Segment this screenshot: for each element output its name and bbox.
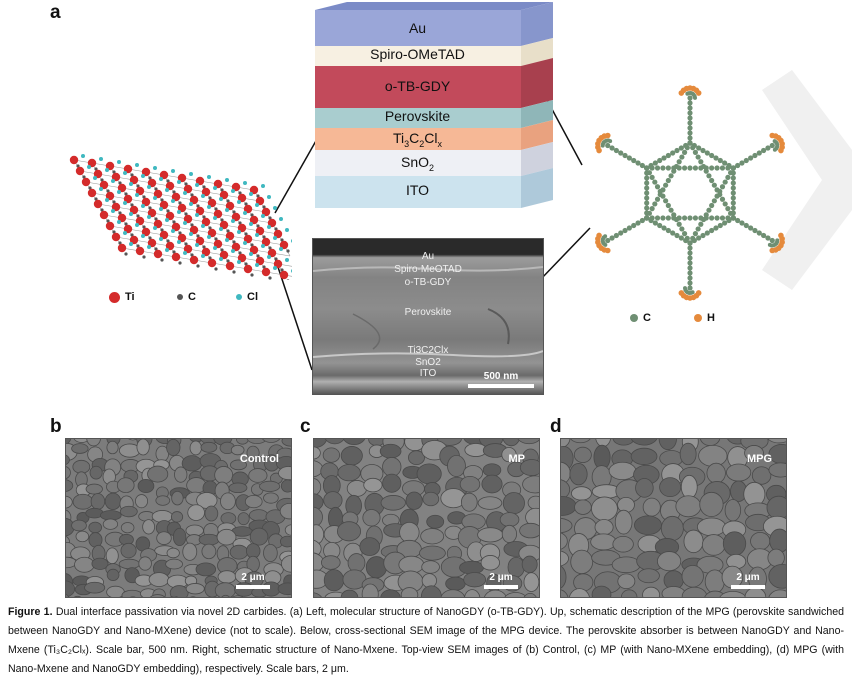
xs-label-ito: ITO (419, 368, 437, 379)
legend-cl: Cl (236, 291, 258, 303)
cl-atom-icon (236, 294, 242, 300)
xs-label-au: Au (421, 251, 435, 262)
layer-au: Au (408, 20, 427, 36)
legend-ti-label: Ti (125, 291, 135, 303)
cross-section-sem-image: Au Spiro-MeOTAD o-TB-GDY Perovskite Ti3C… (312, 238, 544, 395)
xs-label-spiro: Spiro-MeOTAD (394, 264, 462, 275)
legend-c: C (177, 291, 196, 303)
legend-c-label: C (188, 291, 196, 303)
layer-perovskite: Perovskite (384, 108, 451, 124)
top-view-label-control: Control (239, 453, 279, 465)
top-view-sem-mpg: MPG 2 μm (560, 438, 787, 598)
top-view-scale-mp: 2 μm (483, 572, 519, 589)
layer-spiro: Spiro-OMeTAD (370, 46, 465, 62)
xs-label-perovskite: Perovskite (404, 307, 452, 318)
figure-caption: Figure 1. Dual interface passivation via… (0, 603, 852, 683)
panel-label-c: c (300, 416, 311, 437)
scale-label: 2 μm (736, 572, 760, 583)
ti-atom-icon (109, 291, 120, 303)
layer-sno2: SnO2 (400, 154, 435, 173)
gdy-c-atom-icon (630, 314, 638, 322)
legend-ti: Ti (109, 291, 135, 303)
xs-label-otbgdy: o-TB-GDY (404, 277, 452, 288)
layer-mxene: Ti3C2Clx (392, 130, 443, 149)
c-atom-icon (177, 294, 183, 300)
gdy-h-atom-icon (694, 314, 702, 322)
caption-lead: Figure 1. (8, 606, 53, 618)
top-view-scale-mpg: 2 μm (730, 572, 766, 589)
watermark-chevron (762, 70, 852, 290)
panel-label-a: a (50, 2, 61, 23)
scale-label: 2 μm (489, 572, 513, 583)
legend-gdy-h-label: H (707, 312, 715, 324)
top-view-sem-mp: MP 2 μm (313, 438, 540, 598)
panel-label-d: d (550, 416, 562, 437)
caption-text: Dual interface passivation via novel 2D … (8, 606, 844, 675)
legend-gdy-h: H (694, 312, 715, 324)
top-view-scale-control: 2 μm (235, 572, 271, 589)
xs-label-mxene: Ti3C2Clx (407, 345, 449, 356)
panel-label-b: b (50, 416, 62, 437)
xs-label-sno2: SnO2 (415, 357, 441, 368)
gdy-molecular-structure (595, 85, 785, 301)
legend-gdy-c-label: C (643, 312, 651, 324)
xs-scale-label: 500 nm (483, 371, 519, 382)
top-view-label-mp: MP (508, 453, 526, 465)
legend-cl-label: Cl (247, 291, 258, 303)
xs-scale-bar: 500 nm (467, 371, 535, 388)
molecular-lattice-image (69, 154, 292, 280)
legend-gdy-c: C (630, 312, 651, 324)
device-layer-stack: Au Spiro-OMeTAD o-TB-GDY Perovskite Ti3C… (315, 0, 555, 215)
top-view-sem-control: Control 2 μm (65, 438, 292, 598)
top-view-label-mpg: MPG (746, 453, 772, 465)
scale-label: 2 μm (241, 572, 265, 583)
layer-ito: ITO (405, 182, 430, 198)
layer-otbgdy: o-TB-GDY (384, 78, 451, 94)
